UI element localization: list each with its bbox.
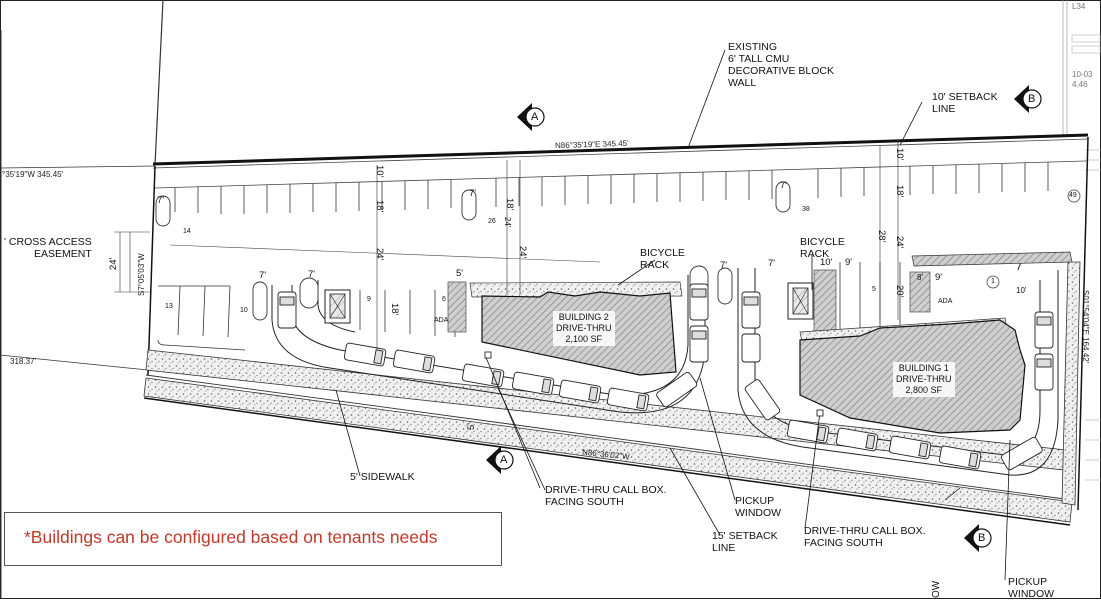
dim-24-b: 24' xyxy=(517,246,528,259)
label-setback-15: 15' SETBACK LINE xyxy=(712,530,778,554)
dim-24-c2: 24' xyxy=(503,217,512,228)
trash-enclosure-2 xyxy=(787,282,814,320)
label-existing-wall: EXISTING 6' TALL CMU DECORATIVE BLOCK WA… xyxy=(728,41,834,89)
dim-7-d: 7' xyxy=(259,270,267,281)
dim-5-b: 5' xyxy=(466,422,477,430)
ada-aisle-3 xyxy=(909,271,931,313)
stall-38: 38 xyxy=(802,206,810,213)
trash-enclosure-1 xyxy=(324,289,351,324)
label-partial-bottom: OW xyxy=(931,580,942,598)
ada-aisle-2 xyxy=(813,269,837,333)
stall-9: 9 xyxy=(367,296,371,303)
dim-20: 20' xyxy=(894,285,905,298)
stall-5: 5 xyxy=(872,286,876,293)
dim-7-c: 7' xyxy=(780,180,788,191)
label-cross-access: ' CROSS ACCESS EASEMENT xyxy=(4,236,92,260)
stall-ada-1: ADA xyxy=(434,317,449,324)
west-parking-stripes xyxy=(158,285,231,338)
dim-18-b: 18' xyxy=(389,303,400,316)
building-2-label: BUILDING 2 DRIVE-THRU 2,100 SF xyxy=(553,311,615,346)
sidewalk-edge xyxy=(145,374,1073,501)
dim-10-c: 10' xyxy=(820,257,833,268)
section-marker-a-top xyxy=(517,103,545,131)
dim-5-a: 5' xyxy=(456,268,464,279)
stall-14: 14 xyxy=(183,228,191,235)
dim-24-a: 24' xyxy=(374,248,385,261)
ada-aisle-1 xyxy=(447,281,467,333)
bearing-west-side: S7°05'03"W xyxy=(137,253,146,296)
dim-10-top: 10' xyxy=(374,165,385,178)
north-parking-stripes xyxy=(174,162,1049,214)
dim-7-f: 7' xyxy=(720,260,728,271)
dim-7-e: 7' xyxy=(308,269,316,280)
label-pickup-window-1: PICKUP WINDOW xyxy=(735,495,782,519)
dim-24-c: 24' xyxy=(894,236,905,249)
stall-10: 10 xyxy=(240,307,248,314)
dim-10-d: 10' xyxy=(1016,286,1027,295)
bearing-west-bottom: 318.37' xyxy=(10,357,36,366)
stall-ada-2: ADA xyxy=(938,298,953,305)
call-box-marker-1 xyxy=(484,351,492,359)
south-property-line xyxy=(143,397,1071,526)
note-box xyxy=(4,512,502,566)
cars xyxy=(277,283,1054,471)
dim-10-b: 10' xyxy=(894,148,905,161)
stall-1: 1 xyxy=(991,278,995,285)
dim-18-d: 18' xyxy=(894,185,905,198)
section-letter-a-top: A xyxy=(531,111,539,123)
label-call-box-2: DRIVE-THRU CALL BOX. FACING SOUTH xyxy=(804,525,926,549)
stall-26: 26 xyxy=(488,218,496,225)
bearing-east-side: S01°54'04"E 164.42' xyxy=(1081,290,1090,364)
dim-7-a: 7' xyxy=(157,195,165,206)
landscape-strip-south xyxy=(143,377,1073,523)
stall-49: 49 xyxy=(1069,192,1077,199)
dim-8: 8' xyxy=(917,273,923,282)
section-letter-b-bottom: B xyxy=(978,532,986,544)
dim-7-b: 7' xyxy=(469,188,477,199)
section-marker-b-bottom xyxy=(964,524,992,552)
label-partial-right: L34 10-03 4.46 xyxy=(1072,2,1093,89)
note-text: *Buildings can be configured based on te… xyxy=(24,527,438,547)
dim-28: 28' xyxy=(876,230,887,243)
label-bicycle-rack-2: BICYCLE RACK xyxy=(800,236,845,260)
section-letter-a-bottom: A xyxy=(500,454,508,466)
west-site-edge xyxy=(147,165,156,376)
stall-13: 13 xyxy=(165,303,173,310)
label-pickup-window-2: PICKUP WINDOW xyxy=(1008,576,1055,600)
section-letter-b-top: B xyxy=(1028,93,1036,105)
west-parcel-line xyxy=(154,0,164,166)
label-sidewalk: 5' SIDEWALK xyxy=(350,471,415,483)
label-call-box-1: DRIVE-THRU CALL BOX. FACING SOUTH xyxy=(545,484,667,508)
label-bicycle-rack-1: BICYCLE RACK xyxy=(640,247,685,271)
section-marker-b-top xyxy=(1014,85,1042,113)
dim-18-a: 18' xyxy=(374,200,385,213)
north-property-wall xyxy=(152,133,1089,166)
building-1-label: BUILDING 1 DRIVE-THRU 2,800 SF xyxy=(893,362,955,397)
dim-24-left: 24' xyxy=(108,257,119,270)
stall-6: 6 xyxy=(442,296,446,303)
section-marker-a-bottom xyxy=(486,446,514,474)
dim-9-b: 9' xyxy=(935,272,943,283)
dim-9-a: 9' xyxy=(845,257,853,268)
call-box-marker-2 xyxy=(816,409,824,417)
east-site-edge xyxy=(1077,136,1089,511)
dim-7-g: 7' xyxy=(768,258,776,269)
bearing-west-top: °35'19"W 345.45' xyxy=(2,170,64,179)
label-setback-10: 10' SETBACK LINE xyxy=(932,91,998,115)
dim-18-c: 18' xyxy=(504,198,515,211)
